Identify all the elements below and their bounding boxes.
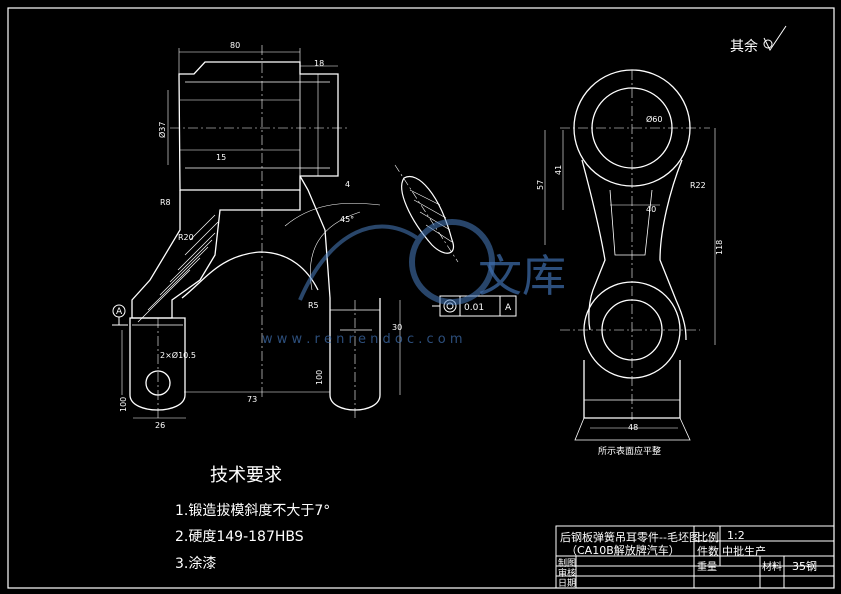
dim-hole-dia: Ø37 <box>157 122 167 138</box>
roughness-note: 其余 <box>730 39 758 55</box>
material-value: 35钢 <box>792 560 817 573</box>
dim-r5: R5 <box>308 301 319 310</box>
dim-right-57: 57 <box>536 180 545 190</box>
roughness-symbol-icon <box>763 25 787 51</box>
dim-top-right: 18 <box>314 59 324 68</box>
count-value: 中批生产 <box>722 545 766 558</box>
side-view <box>573 69 691 441</box>
count-label: 件数 <box>697 545 719 558</box>
roughness-value-2: 100 <box>315 370 324 385</box>
dim-top-width: 80 <box>230 41 240 50</box>
datum-marker <box>112 304 128 326</box>
tech-req-item-3: 3.涂漆 <box>175 556 217 572</box>
datum-letter: A <box>116 307 123 317</box>
dim-bottom-left: 26 <box>155 421 165 430</box>
centerlines <box>157 45 710 420</box>
dim-dia-60: Ø60 <box>646 114 662 124</box>
dim-bottom-width: 73 <box>247 395 257 404</box>
weight-label: 重量 <box>697 562 717 573</box>
scale-value: 1:2 <box>727 529 745 542</box>
dim-right-48: 48 <box>628 423 638 432</box>
dim-r20: R20 <box>178 233 194 242</box>
dimension-texts: 80 18 Ø37 15 R8 R20 R5 45° 4 73 26 2×Ø10… <box>116 41 724 457</box>
dim-gap: 4 <box>345 180 350 189</box>
date-label: 日期 <box>558 579 577 589</box>
tech-req-item-1: 1.锻造拔模斜度不大于7° <box>175 503 331 519</box>
dim-r22: R22 <box>690 181 706 190</box>
title-block-grid <box>555 525 835 589</box>
watermark-brand: 文库 <box>478 251 566 302</box>
section-detail <box>394 164 459 263</box>
part-name-line2: （CA10B解放牌汽车） <box>566 544 680 557</box>
watermark-url: w w w . r e n r e n d o c . c o m <box>262 332 463 347</box>
part-name-line1: 后钢板弹簧吊耳零件--毛坯图 <box>560 531 700 544</box>
drawn-label: 制图 <box>558 559 577 569</box>
dim-right-40: 40 <box>646 205 656 214</box>
checked-label: 审核 <box>558 569 577 579</box>
dim-rib: 15 <box>216 153 226 162</box>
material-label: 材料 <box>762 562 782 573</box>
tech-req-title: 技术要求 <box>210 465 282 486</box>
tech-req-item-2: 2.硬度149-187HBS <box>175 529 304 545</box>
dim-angle: 45° <box>340 215 354 224</box>
watermark-logo-icon <box>298 219 495 305</box>
dim-right-41: 41 <box>554 165 563 175</box>
dim-left-r: R8 <box>160 198 171 207</box>
tolerance-value: 0.01 <box>464 303 484 313</box>
tolerance-datum: A <box>505 303 512 313</box>
scale-label: 比例 <box>697 531 719 544</box>
dim-right-118: 118 <box>715 240 724 255</box>
view-note: 所示表面应平整 <box>598 445 661 457</box>
dim-hole-small: 2×Ø10.5 <box>160 350 196 360</box>
outer-frame <box>7 7 835 589</box>
dim-30: 30 <box>392 323 402 332</box>
roughness-value-1: 100 <box>119 397 128 412</box>
hatch-area <box>137 214 219 323</box>
